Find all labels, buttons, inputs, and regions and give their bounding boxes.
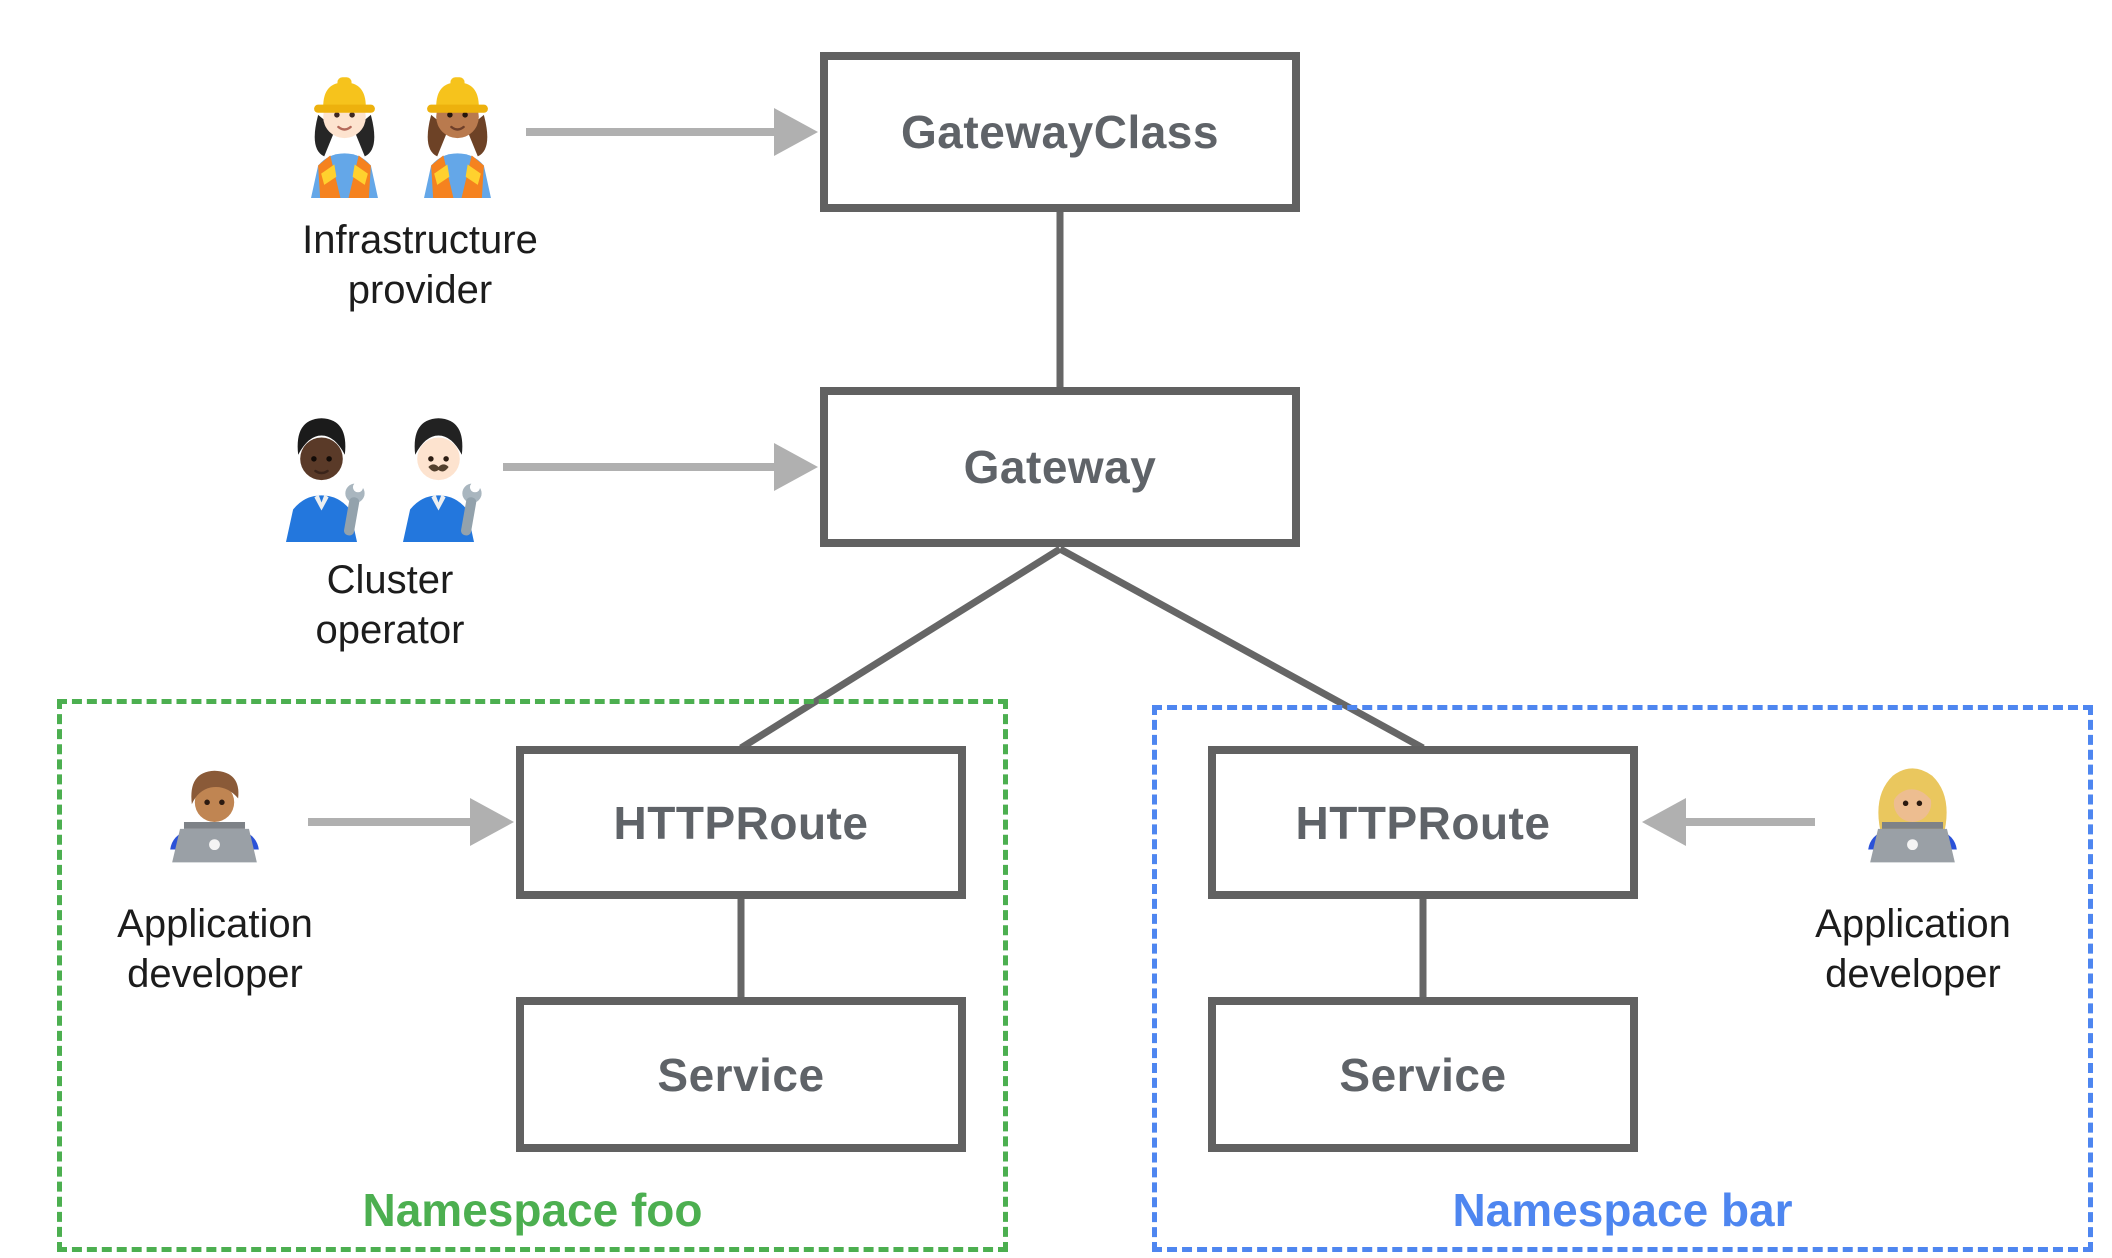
infrastructure-provider-label-line2: provider bbox=[347, 267, 493, 312]
mechanic-dark-icon bbox=[270, 400, 373, 542]
cluster-operator-label: Cluster operator bbox=[240, 556, 540, 655]
namespace-foo-label: Namespace foo bbox=[362, 1184, 703, 1236]
infrastructure-provider-label-line1: Infrastructure bbox=[302, 218, 538, 262]
node-service-foo-label: Service bbox=[657, 1048, 825, 1101]
node-gateway: Gateway bbox=[820, 387, 1300, 547]
arrow-app-developer-foo-head-icon bbox=[470, 798, 514, 846]
woman-construction-worker-light-icon bbox=[293, 56, 396, 198]
edge-gateway-httproute-bar bbox=[1058, 545, 1425, 752]
node-httproute-foo: HTTPRoute bbox=[516, 746, 966, 899]
man-technologist-icon bbox=[152, 757, 277, 885]
cluster-operator-icons bbox=[270, 400, 490, 542]
namespace-bar-label: Namespace bar bbox=[1452, 1184, 1793, 1236]
application-developer-foo-label: Application developer bbox=[50, 900, 380, 999]
application-developer-bar-label: Application developer bbox=[1748, 900, 2078, 999]
namespace-bar-boundary bbox=[1152, 705, 2093, 1252]
woman-technologist-icon bbox=[1850, 757, 1975, 885]
application-developer-bar-icons bbox=[1850, 757, 1975, 885]
cluster-operator-label-line1: Cluster bbox=[326, 558, 454, 602]
node-httproute-foo-label: HTTPRoute bbox=[613, 796, 869, 849]
arrow-app-developer-bar-head-icon bbox=[1642, 798, 1686, 846]
infrastructure-provider-label: Infrastructure provider bbox=[250, 216, 590, 315]
application-developer-foo-label-line1: Application bbox=[117, 902, 313, 946]
node-service-foo: Service bbox=[516, 997, 966, 1152]
arrow-infrastructure-provider-head-icon bbox=[774, 108, 818, 156]
infrastructure-provider-icons bbox=[293, 56, 509, 198]
namespace-foo-boundary bbox=[57, 699, 1008, 1252]
application-developer-foo-icons bbox=[152, 757, 277, 885]
cluster-operator-label-line2: operator bbox=[315, 607, 465, 652]
application-developer-bar-label-line1: Application bbox=[1815, 902, 2011, 946]
man-mechanic-light-icon bbox=[387, 400, 490, 542]
node-gateway-label: Gateway bbox=[963, 441, 1157, 493]
node-service-bar-label: Service bbox=[1339, 1048, 1507, 1101]
arrow-cluster-operator-head-icon bbox=[774, 443, 818, 491]
node-service-bar: Service bbox=[1208, 997, 1638, 1152]
node-httproute-bar: HTTPRoute bbox=[1208, 746, 1638, 899]
node-gatewayclass-label: GatewayClass bbox=[901, 106, 1219, 158]
application-developer-bar-label-line2: developer bbox=[1825, 951, 2001, 996]
woman-construction-worker-medium-dark-icon bbox=[406, 56, 509, 198]
application-developer-foo-label-line2: developer bbox=[127, 951, 303, 996]
node-gatewayclass: GatewayClass bbox=[820, 52, 1300, 212]
edge-gateway-httproute-foo bbox=[739, 546, 1062, 751]
node-httproute-bar-label: HTTPRoute bbox=[1295, 796, 1551, 849]
